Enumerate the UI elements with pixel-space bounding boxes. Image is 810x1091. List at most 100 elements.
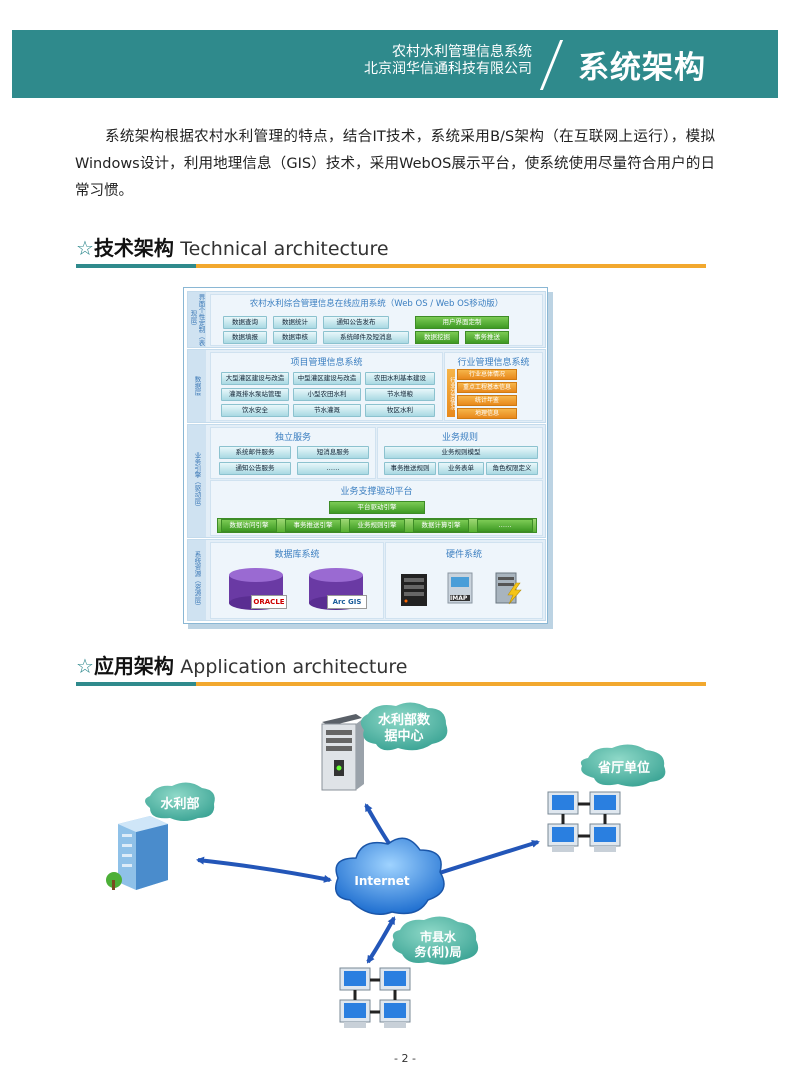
box-mail-sms: 系统邮件及短消息 <box>323 331 409 344</box>
ministry-building-icon <box>106 816 168 890</box>
province-label: 省厅单位 <box>597 760 650 776</box>
industry-box: 行业总体情况 <box>457 369 517 380</box>
database-panel: 数据库系统 ORACLE Arc GIS <box>210 542 384 619</box>
rule-box: 业务规则模型 <box>384 446 538 459</box>
business-rules-title: 业务规则 <box>441 433 478 443</box>
imap-label: IMAP <box>450 595 468 602</box>
intro-paragraph: 系统架构根据农村水利管理的特点，结合IT技术，系统采用B/S架构（在互联网上运行… <box>75 129 715 199</box>
project-box: 小型农田水利 <box>293 388 361 401</box>
box-ui-custom: 用户界面定制 <box>415 316 509 329</box>
project-box: 节水增粮 <box>365 388 435 401</box>
industry-box: 统计年鉴 <box>457 395 517 406</box>
industry-box: 地理信息 <box>457 408 517 419</box>
rule-box: 角色权限定义 <box>486 462 538 475</box>
project-system-title: 项目管理信息系统 <box>290 358 363 368</box>
database-title: 数据库系统 <box>274 550 320 560</box>
hardware-panel: 硬件系统 IMAP <box>385 542 543 619</box>
layer-business: 业务引擎（驱动层） 独立服务 系统邮件服务 短消息服务 通知公告服务 …… 业务… <box>187 424 546 538</box>
platform-title: 业务支撑驱动平台 <box>340 487 413 497</box>
page-title: 系统架构 <box>578 50 706 86</box>
internet-label: Internet <box>354 874 409 888</box>
internet-cloud-icon <box>335 837 445 915</box>
section-title-tech: ☆技术架构 Technical architecture <box>76 232 389 261</box>
ministry-label: 水利部 <box>160 796 199 812</box>
star-icon: ☆ <box>76 236 94 260</box>
datacenter-label-2: 据中心 <box>384 728 423 744</box>
system-name: 农村水利管理信息系统 <box>392 44 532 60</box>
layer-label: 业务引擎（驱动层） <box>188 425 206 537</box>
layer-resource: 系统资源（资源层） 数据库系统 ORACLE Arc GIS 硬件系统 <box>187 539 546 621</box>
layer-label: 界面个性定制（表现层） <box>188 292 206 347</box>
industry-system-panel: 行业管理信息系统 行业分类情况 行业总体情况 重点工程基本信息 统计年鉴 地理信… <box>444 352 543 421</box>
datacenter-server-icon <box>321 714 364 791</box>
box-data-mining: 数据挖掘 <box>415 331 459 344</box>
oracle-logo: ORACLE <box>251 595 287 609</box>
industry-system-title: 行业管理信息系统 <box>457 358 530 368</box>
independent-service-panel: 独立服务 系统邮件服务 短消息服务 通知公告服务 …… <box>210 427 376 479</box>
star-icon: ☆ <box>76 654 94 678</box>
power-server-icon <box>495 572 522 605</box>
rule-box: 业务表单 <box>438 462 484 475</box>
independent-service-title: 独立服务 <box>274 433 311 443</box>
application-architecture-diagram: Internet 水利部数 据中心 水利部 省厅单位 <box>106 702 666 1028</box>
industry-box: 重点工程基本信息 <box>457 382 517 393</box>
layer-label: 系统资源（资源层） <box>188 540 206 620</box>
box-data-review: 数据审核 <box>273 331 317 344</box>
service-box: 通知公告服务 <box>219 462 291 475</box>
layer-label: 数据层 <box>188 350 206 422</box>
online-system-panel: 农村水利综合管理信息在线应用系统（Web OS / Web OS移动版） 数据查… <box>210 294 543 346</box>
section-title-app: ☆应用架构 Application architecture <box>76 650 407 679</box>
layer-data: 数据层 项目管理信息系统 大型灌区建设与改造 中型灌区建设与改造 农田水利基本建… <box>187 349 546 423</box>
section-title-cn: 应用架构 <box>93 654 174 678</box>
imap-server-icon <box>447 572 473 604</box>
industry-side-label: 行业分类情况 <box>447 369 455 417</box>
section-rule <box>76 682 706 686</box>
page-number: - 2 - <box>394 1052 416 1065</box>
engine-box: 数据计算引擎 <box>413 519 469 532</box>
platform-engine: 平台驱动引擎 <box>329 501 425 514</box>
project-box: 牧区水利 <box>365 404 435 417</box>
section-title-en: Application architecture <box>180 656 408 678</box>
project-box: 大型灌区建设与改造 <box>221 372 289 385</box>
tech-architecture-diagram: 界面个性定制（表现层） 农村水利综合管理信息在线应用系统（Web OS / We… <box>183 287 548 624</box>
rule-box: 事务推送规则 <box>384 462 436 475</box>
service-box: 系统邮件服务 <box>219 446 291 459</box>
section-title-en: Technical architecture <box>180 238 389 260</box>
project-box: 农田水利基本建设 <box>365 372 435 385</box>
project-box: 饮水安全 <box>221 404 289 417</box>
platform-panel: 业务支撑驱动平台 平台驱动引擎 数据访问引擎 事务推送引擎 业务规则引擎 数据计… <box>210 480 543 536</box>
project-system-panel: 项目管理信息系统 大型灌区建设与改造 中型灌区建设与改造 农田水利基本建设 灌溉… <box>210 352 443 421</box>
hardware-title: 硬件系统 <box>445 550 482 560</box>
header-company-block: 农村水利管理信息系统 北京润华信通科技有限公司 <box>364 44 532 78</box>
layer-display: 界面个性定制（表现层） 农村水利综合管理信息在线应用系统（Web OS / We… <box>187 291 546 348</box>
province-bubble <box>580 744 666 787</box>
province-computers-icon <box>547 791 621 852</box>
service-box: …… <box>297 462 369 475</box>
county-label-2: 务(利)局 <box>415 944 462 959</box>
ministry-bubble <box>145 782 215 821</box>
project-box: 中型灌区建设与改造 <box>293 372 361 385</box>
county-bubble <box>392 916 479 965</box>
engine-box: …… <box>477 519 533 532</box>
box-notice: 通知公告发布 <box>323 316 389 329</box>
box-push: 事务推送 <box>465 331 509 344</box>
company-name: 北京润华信通科技有限公司 <box>364 61 532 77</box>
online-system-title: 农村水利综合管理信息在线应用系统（Web OS / Web OS移动版） <box>249 299 504 309</box>
business-rules-panel: 业务规则 业务规则模型 事务推送规则 业务表单 角色权限定义 <box>377 427 543 479</box>
section-rule <box>76 264 706 268</box>
service-box: 短消息服务 <box>297 446 369 459</box>
project-box: 灌溉排水泵站管理 <box>221 388 289 401</box>
server-rack-icon <box>401 574 427 606</box>
arcgis-logo: Arc GIS <box>327 595 367 609</box>
box-data-fill: 数据填报 <box>223 331 267 344</box>
engine-box: 业务规则引擎 <box>349 519 405 532</box>
datacenter-label-1: 水利部数 <box>378 712 431 728</box>
box-data-stats: 数据统计 <box>273 316 317 329</box>
engine-box: 事务推送引擎 <box>285 519 341 532</box>
county-label-1: 市县水 <box>420 929 457 944</box>
datacenter-bubble <box>360 702 448 751</box>
header-divider <box>539 40 564 90</box>
box-data-query: 数据查询 <box>223 316 267 329</box>
county-computers-icon <box>339 967 411 1028</box>
engine-box: 数据访问引擎 <box>221 519 277 532</box>
